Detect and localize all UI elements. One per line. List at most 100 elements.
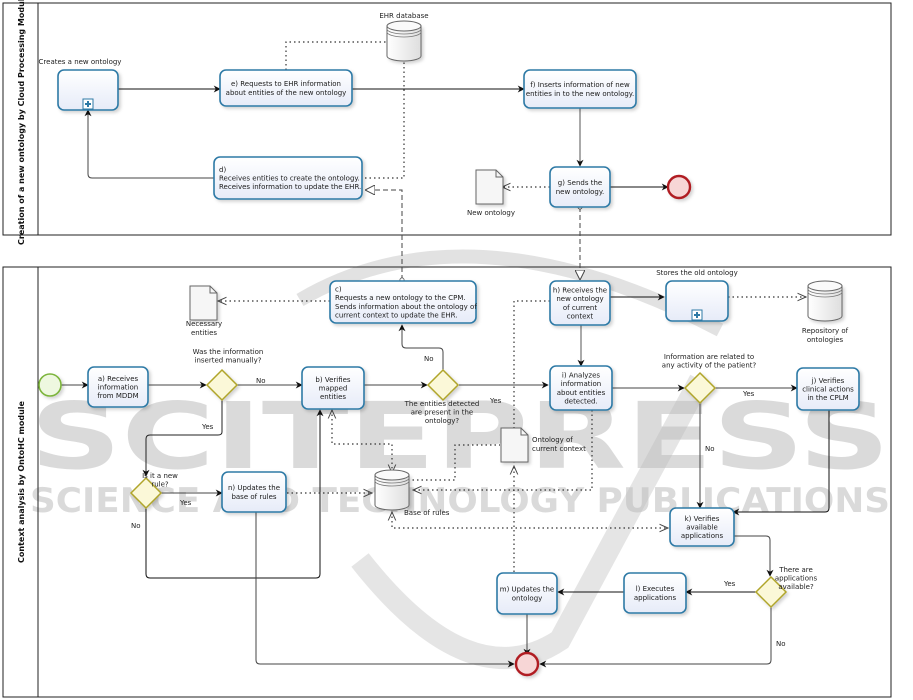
label-activity-no: No bbox=[705, 445, 715, 453]
flow-n-to-end bbox=[255, 512, 515, 668]
label-manual-yes: Yes bbox=[201, 423, 214, 431]
gateway-question-line: any activity of the patient? bbox=[662, 362, 757, 370]
data-store-label: Repository of bbox=[802, 327, 849, 335]
task-text-line: i) Analyzes bbox=[562, 372, 600, 380]
label-newrule-yes: Yes bbox=[179, 499, 192, 507]
pool-ontohc-label: Context analysis by OntoHC module bbox=[17, 400, 26, 562]
assoc-h-dashleft bbox=[514, 300, 550, 462]
assoc-rules-k bbox=[392, 512, 668, 528]
gateway-question-line: available? bbox=[778, 583, 814, 591]
label-newrule-no: No bbox=[131, 522, 141, 530]
task-text-line: entities bbox=[320, 393, 346, 401]
task-title-label: Stores the old ontology bbox=[656, 269, 738, 277]
start-event[interactable] bbox=[38, 373, 62, 397]
task-text-line: Receives entities to create the ontology… bbox=[219, 175, 360, 183]
task-text-line: clinical actions bbox=[802, 386, 854, 394]
associations bbox=[218, 41, 806, 572]
gateway-question-line: ontology? bbox=[425, 417, 460, 425]
task-text-line: Requests a new ontology to the CPM. bbox=[335, 294, 466, 302]
task-text-line: context bbox=[567, 312, 594, 320]
task-text-line: k) Verifies bbox=[685, 515, 720, 523]
task-text-line: in the CPLM bbox=[807, 394, 848, 402]
data-object-label: New ontology bbox=[467, 209, 515, 217]
data-store-label: ontologies bbox=[807, 336, 844, 344]
assoc-e-ehr bbox=[285, 41, 390, 70]
task-text-line: of current bbox=[563, 304, 597, 312]
task-text-line: e) Requests to EHR information bbox=[231, 80, 341, 88]
task-text-line: b) Verifies bbox=[315, 376, 350, 384]
task-text-line: h) Receives the bbox=[553, 287, 607, 295]
data-store-ehr[interactable]: EHR database bbox=[379, 12, 429, 62]
watermark: SCITEPRESS SCIENCE AND TECHNOLOGY PUBLIC… bbox=[30, 249, 890, 669]
subprocess-plus-icon[interactable] bbox=[82, 98, 94, 110]
flow-d-to-create bbox=[84, 109, 214, 179]
label-present-yes: Yes bbox=[489, 397, 502, 405]
task-text-line: l) Executes bbox=[636, 585, 675, 593]
pool-cpm-label: Creation of a new ontology by Cloud Proc… bbox=[17, 0, 26, 245]
end-event-cpm[interactable] bbox=[666, 174, 692, 200]
task-text-line: d) bbox=[219, 166, 226, 174]
flow-k-to-gw-apps bbox=[733, 535, 774, 577]
task-text-line: entities in to the new ontology. bbox=[526, 90, 634, 98]
flow-gw-newrule-no-to-b bbox=[145, 409, 324, 579]
task-text-line: applications bbox=[681, 532, 724, 540]
pool-ontohc: Context analysis by OntoHC module bbox=[2, 266, 892, 698]
assoc-b-rules bbox=[332, 410, 392, 473]
data-object-label: Necessary bbox=[186, 320, 222, 328]
label-apps-no: No bbox=[776, 640, 786, 648]
gateway-question-line: There are bbox=[778, 566, 813, 574]
data-store-label: Base of rules bbox=[404, 509, 450, 517]
task-text-line: available bbox=[686, 524, 718, 532]
task-text-line: a) Receives bbox=[98, 375, 139, 383]
subprocess-plus-icon[interactable] bbox=[691, 309, 703, 321]
data-object-label: current context bbox=[532, 445, 586, 453]
data-object-label: entities bbox=[191, 329, 217, 337]
flow-j-to-k bbox=[732, 410, 830, 516]
sequence-flows bbox=[61, 85, 830, 668]
task-text-line: base of rules bbox=[231, 493, 276, 501]
task-text-line: information bbox=[98, 384, 138, 392]
task-text-line: f) Inserts information of new bbox=[530, 81, 630, 89]
gateway-question-line: The entities detected bbox=[404, 400, 480, 408]
gateway-question-line: rule? bbox=[151, 481, 169, 489]
flow-gw-manual-yes bbox=[142, 400, 223, 477]
task-text-line: applications bbox=[634, 594, 677, 602]
task-text-line: information bbox=[561, 380, 601, 388]
flow-gw-present-no-to-c bbox=[398, 324, 444, 370]
label-apps-yes: Yes bbox=[723, 580, 736, 588]
task-create-new-ontology[interactable]: Creates a new ontology bbox=[39, 58, 122, 111]
task-text-line: g) Sends the bbox=[558, 179, 602, 187]
task-store-old[interactable]: Stores the old ontology bbox=[656, 269, 738, 322]
data-object-new-ontology[interactable]: New ontology bbox=[467, 169, 515, 217]
task-d[interactable]: d)Receives entities to create the ontolo… bbox=[213, 156, 363, 200]
msg-c-to-d bbox=[366, 190, 402, 280]
task-c[interactable]: c)Requests a new ontology to the CPM.Sen… bbox=[329, 280, 477, 324]
end-event-ontohc[interactable] bbox=[514, 651, 540, 677]
data-store-rules[interactable]: Base of rules bbox=[374, 469, 450, 517]
watermark-title: SCITEPRESS bbox=[30, 383, 890, 490]
task-text-line: Receives information to update the EHR. bbox=[219, 183, 361, 191]
task-text-line: m) Updates the bbox=[500, 586, 555, 594]
gateway-question-line: Information are related to bbox=[664, 353, 754, 361]
task-text-line: about entities bbox=[557, 389, 606, 397]
